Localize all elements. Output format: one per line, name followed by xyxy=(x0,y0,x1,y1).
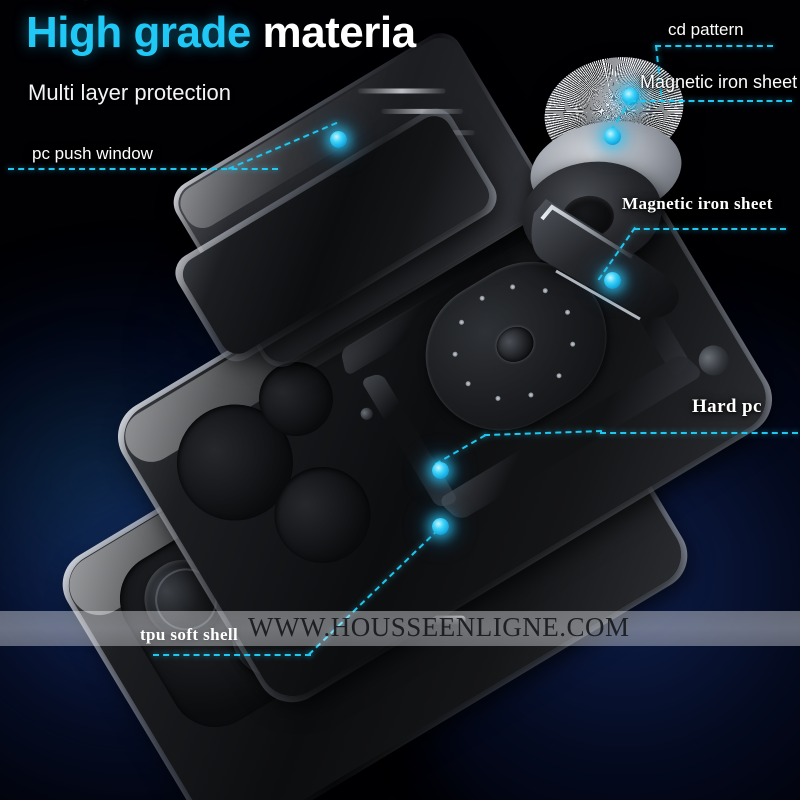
callout-dot-cd-pattern xyxy=(622,88,639,105)
callout-dot-pc-push-window xyxy=(330,131,347,148)
title-accent-text: High grade xyxy=(26,8,251,57)
callout-dot-magnetic-sheet-1 xyxy=(604,128,621,145)
page-title: High grade materia xyxy=(26,8,416,58)
watermark-band xyxy=(0,611,800,646)
callout-dot-hard-pc xyxy=(432,462,449,479)
page-subtitle: Multi layer protection xyxy=(28,80,231,105)
callout-dot-magnetic-sheet-2 xyxy=(604,272,621,289)
ring-lower-highlight xyxy=(555,269,641,321)
leader-line-magnetic-sheet-1 xyxy=(630,100,792,102)
callout-label-cd-pattern: cd pattern xyxy=(668,20,744,39)
ring-body xyxy=(531,199,679,318)
leader-line-cd-pattern xyxy=(655,45,773,47)
title-rest-text: materia xyxy=(262,8,417,57)
finger-ring-kickstand xyxy=(531,199,679,321)
push-window-line-1 xyxy=(357,88,446,94)
leader-line-tpu-soft-shell xyxy=(153,654,311,656)
callout-label-pc-push-window: pc push window xyxy=(32,144,153,163)
callout-dot-tpu-soft-shell xyxy=(432,518,449,535)
leader-line-hard-pc xyxy=(600,432,798,434)
ring-edge-highlight xyxy=(540,204,634,259)
watermark-text: WWW.HOUSSEENLIGNE.COM xyxy=(248,612,630,642)
leader-line-magnetic-sheet-2 xyxy=(634,228,786,230)
leader-line-pc-push-window xyxy=(8,168,278,170)
